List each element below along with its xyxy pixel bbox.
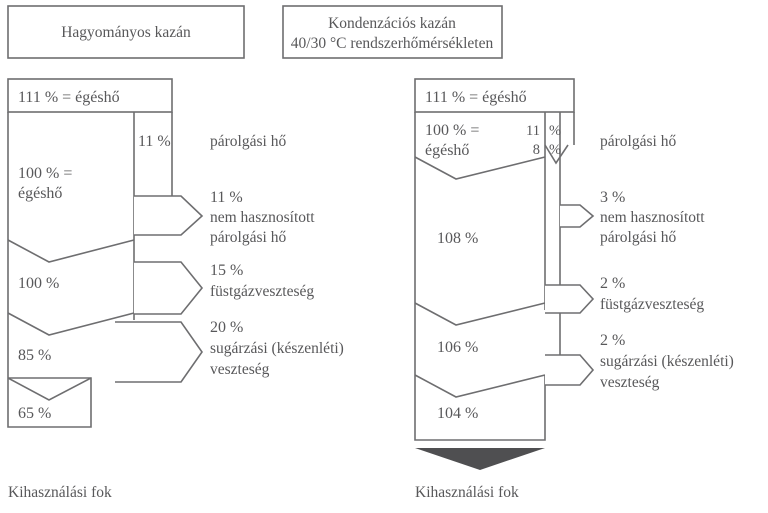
right-main-value-line2: égéshő bbox=[425, 142, 469, 159]
right-chevron-2 bbox=[414, 302, 546, 326]
left-loss-arrow-2 bbox=[134, 261, 204, 315]
left-loss-arrow-1 bbox=[134, 195, 204, 236]
left-loss-arrow-3 bbox=[115, 321, 203, 383]
left-loss3-value: 20 % bbox=[210, 319, 243, 336]
right-loss3-value: 2 % bbox=[600, 332, 625, 349]
left-main-value-line1: 100 % = bbox=[18, 165, 72, 182]
right-branch-pct-b: % bbox=[549, 142, 561, 158]
left-loss2-line1: füstgázveszteség bbox=[210, 283, 314, 300]
left-chevron-3 bbox=[7, 377, 92, 401]
right-main-value-line1: 100 % = bbox=[425, 122, 479, 139]
right-chevron-3 bbox=[414, 374, 546, 398]
left-loss2-value: 15 % bbox=[210, 262, 243, 279]
right-panel: Kondenzációs kazán 40/30 °C rendszerhőmé… bbox=[282, 5, 734, 501]
left-header-box bbox=[7, 5, 245, 59]
left-branch-label: párolgási hő bbox=[210, 133, 286, 150]
right-loss3-line2: veszteség bbox=[600, 374, 660, 391]
right-branch-label: párolgási hő bbox=[600, 133, 676, 150]
right-stage3-value: 106 % bbox=[437, 339, 478, 356]
right-branch-value-b: 8 bbox=[533, 142, 540, 158]
right-loss-arrow-2 bbox=[545, 284, 595, 314]
left-loss1-line1: nem hasznosított bbox=[210, 209, 315, 226]
right-header-title-line1: Kondenzációs kazán bbox=[328, 15, 456, 32]
left-chevron-1 bbox=[7, 239, 135, 263]
right-loss2-value: 2 % bbox=[600, 275, 625, 292]
left-outer-wall bbox=[7, 112, 92, 428]
right-chevron-1 bbox=[414, 156, 546, 180]
right-footer-label: Kihasználási fok bbox=[415, 484, 519, 501]
right-branch-value-a: 11 bbox=[526, 123, 540, 139]
right-top-input-value: 111 % = égéshő bbox=[425, 89, 527, 106]
right-header-title-line2: 40/30 °C rendszerhőmérsékleten bbox=[291, 35, 494, 52]
left-chevron-2 bbox=[7, 312, 135, 336]
right-output-arrow-icon bbox=[415, 448, 545, 470]
right-loss-arrow-3 bbox=[545, 354, 595, 386]
left-panel: Hagyományos kazán 111 % = égéshő 11 % pá… bbox=[7, 5, 344, 501]
right-outer-wall bbox=[414, 112, 546, 441]
right-stage4-value: 104 % bbox=[437, 405, 478, 422]
left-top-input-box bbox=[7, 78, 173, 113]
left-loss3-line2: veszteség bbox=[210, 361, 270, 378]
right-loss1-line1: nem hasznosított bbox=[600, 209, 705, 226]
right-branch-pct-a: % bbox=[549, 123, 561, 139]
right-loss-arrow-1 bbox=[560, 204, 595, 228]
left-top-input-value: 111 % = égéshő bbox=[18, 89, 120, 106]
left-loss1-line2: párolgási hő bbox=[210, 229, 286, 246]
right-header-box bbox=[282, 5, 503, 59]
left-main-value-line2: égéshő bbox=[18, 185, 62, 202]
left-stage3-value: 85 % bbox=[18, 347, 51, 364]
left-footer-label: Kihasználási fok bbox=[8, 484, 112, 501]
right-stage2-value: 108 % bbox=[437, 230, 478, 247]
right-loss1-value: 3 % bbox=[600, 189, 625, 206]
left-loss3-line1: sugárzási (készenléti) bbox=[210, 340, 344, 357]
right-loss1-line2: párolgási hő bbox=[600, 229, 676, 246]
right-branch-notch bbox=[544, 144, 569, 165]
left-stage2-value: 100 % bbox=[18, 275, 59, 292]
left-loss1-value: 11 % bbox=[210, 189, 243, 206]
right-top-input-box bbox=[414, 78, 575, 113]
left-header-title: Hagyományos kazán bbox=[61, 24, 191, 41]
left-stage4-value: 65 % bbox=[18, 405, 51, 422]
right-loss2-line1: füstgázveszteség bbox=[600, 296, 704, 313]
left-branch-value: 11 % bbox=[138, 133, 171, 150]
right-loss3-line1: sugárzási (készenléti) bbox=[600, 353, 734, 370]
